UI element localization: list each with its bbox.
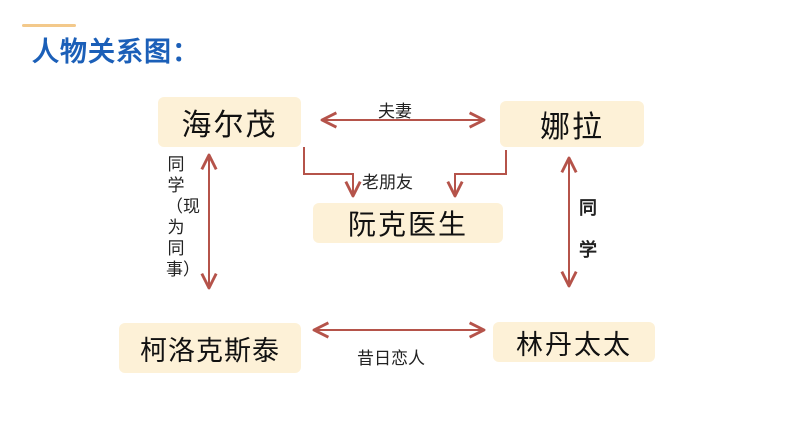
node-krogstad: 柯洛克斯泰	[119, 323, 301, 373]
nora-to-rank-arrow	[446, 150, 507, 198]
label-classmate: 同学	[579, 198, 597, 261]
label-spouse: 夫妻	[378, 102, 412, 122]
node-nora: 娜拉	[500, 101, 644, 147]
helmer-to-rank-arrow	[303, 147, 362, 198]
diagram-title: 人物关系图：	[32, 37, 200, 68]
title-accent-bar	[22, 24, 76, 27]
label-old-friend: 老朋友	[362, 173, 413, 193]
node-helmer: 海尔茂	[158, 97, 301, 147]
node-rank: 阮克医生	[313, 203, 503, 243]
label-former-lovers: 昔日恋人	[357, 349, 425, 369]
label-classmate-colleague: 同学（现为同事）	[166, 155, 200, 280]
node-linde: 林丹太太	[493, 322, 655, 362]
